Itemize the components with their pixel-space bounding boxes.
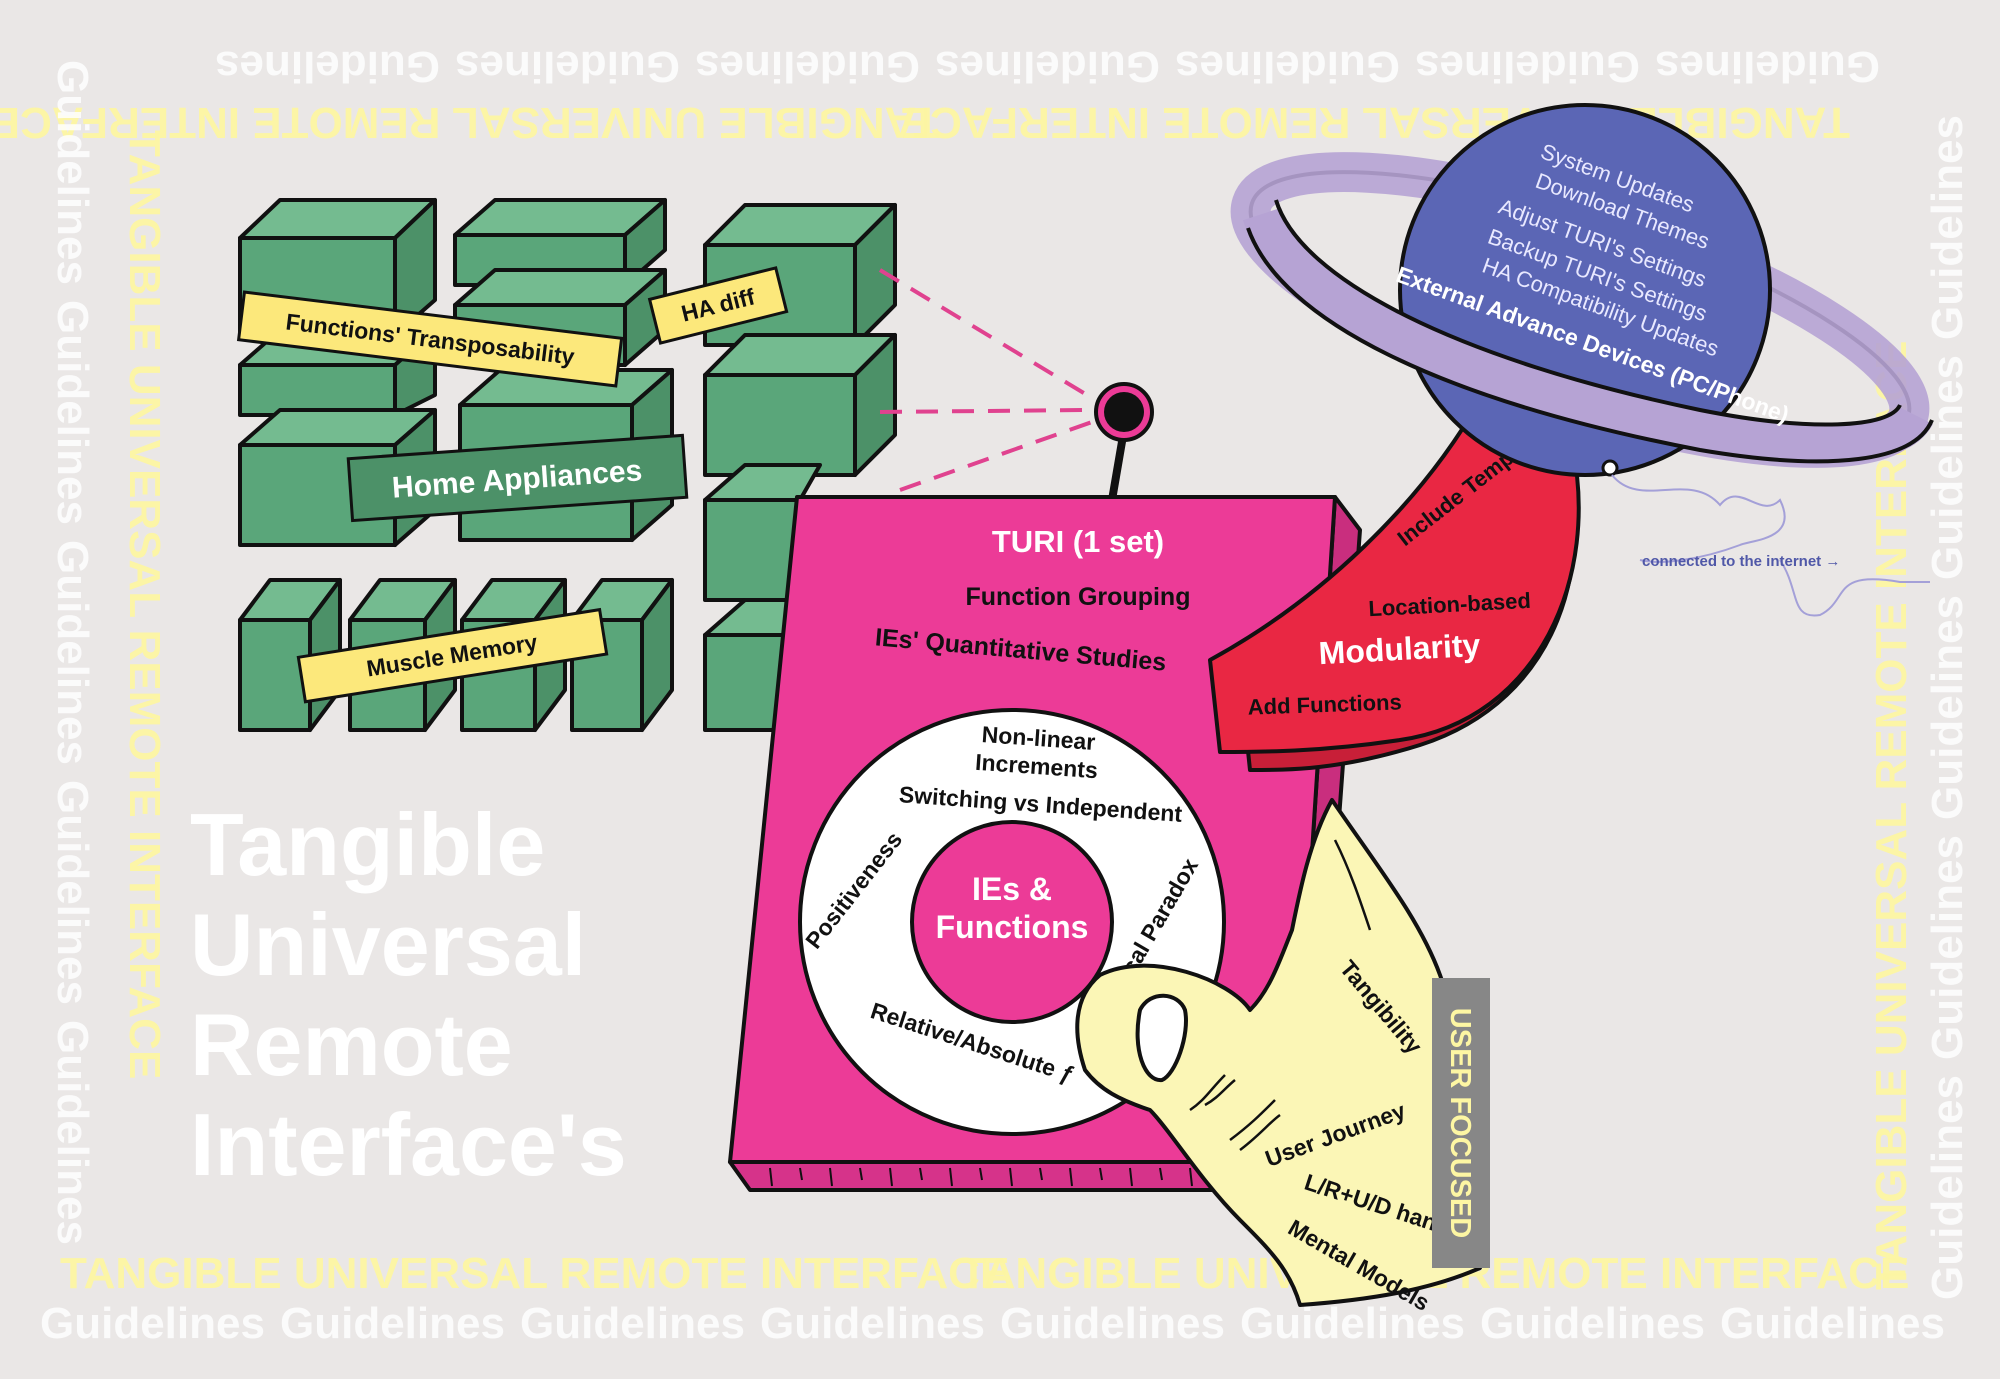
title-line-3: Remote	[190, 995, 513, 1094]
thumb-nail	[1135, 993, 1188, 1082]
ring-center	[910, 820, 1114, 1024]
border-typography: Guidelines Guidelines Guidelines Guideli…	[0, 42, 1972, 1348]
svg-text:Guidelines: Guidelines	[1923, 1075, 1972, 1300]
svg-text:Guidelines: Guidelines	[215, 42, 440, 91]
remote-device: TURI (1 set) Function Grouping IEs' Quan…	[728, 382, 1362, 1192]
svg-text:Guidelines: Guidelines	[1175, 42, 1400, 91]
border-top-guidelines: Guidelines Guidelines Guidelines Guideli…	[215, 42, 1880, 91]
block-b4	[570, 578, 674, 732]
svg-text:Guidelines: Guidelines	[760, 1299, 985, 1348]
svg-text:Guidelines: Guidelines	[1923, 115, 1972, 340]
hand: Tangibility User Journey L/R+U/D hand Me…	[1075, 798, 1490, 1316]
svg-text:Guidelines: Guidelines	[1240, 1299, 1465, 1348]
user-focused-tag: USER FOCUSED	[1432, 978, 1490, 1268]
border-right-title: TANGIBLE UNIVERSAL REMOTE INTERFACE	[1867, 341, 1916, 1290]
svg-text:Guidelines: Guidelines	[1923, 835, 1972, 1060]
modularity-module: Include Template Location-based Modulari…	[1208, 398, 1581, 772]
title-line-1: Tangible	[190, 795, 545, 894]
svg-text:TANGIBLE UNIVERSAL REMOTE INTE: TANGIBLE UNIVERSAL REMOTE INTERFACE	[901, 98, 1850, 147]
label-home-appliances: Home Appliances	[346, 433, 689, 523]
svg-text:Guidelines: Guidelines	[520, 1299, 745, 1348]
modularity-shape	[1208, 398, 1581, 754]
svg-text:Guidelines: Guidelines	[1923, 595, 1972, 820]
svg-text:TANGIBLE UNIVERSAL REMOTE INTE: TANGIBLE UNIVERSAL REMOTE INTERFACE	[120, 130, 169, 1079]
main-title: Tangible Universal Remote Interface's	[190, 795, 627, 1194]
svg-text:Guidelines: Guidelines	[48, 780, 97, 1005]
block-c3-r2	[703, 333, 897, 477]
svg-text:Guidelines: Guidelines	[48, 1020, 97, 1245]
modularity-add-functions: Add Functions	[1247, 689, 1402, 719]
svg-text:Guidelines: Guidelines	[1480, 1299, 1705, 1348]
sensor-eye	[1104, 392, 1144, 432]
block-c3-r1	[703, 203, 897, 347]
green-blocks: Functions' Transposability HA diff Home …	[236, 198, 897, 732]
ring-center-line-2: Functions	[936, 909, 1089, 945]
svg-text:Guidelines: Guidelines	[40, 1299, 265, 1348]
svg-text:Guidelines: Guidelines	[280, 1299, 505, 1348]
svg-text:TANGIBLE UNIVERSAL REMOTE INTE: TANGIBLE UNIVERSAL REMOTE INTERFACE	[60, 1249, 1009, 1298]
border-left-title: TANGIBLE UNIVERSAL REMOTE INTERFACE	[120, 130, 169, 1079]
modularity-title: Modularity	[1318, 627, 1482, 671]
border-right-guidelines: Guidelines Guidelines Guidelines Guideli…	[1923, 115, 1972, 1300]
svg-text:Guidelines: Guidelines	[1923, 355, 1972, 580]
svg-text:Guidelines: Guidelines	[1000, 1299, 1225, 1348]
remote-item-function-grouping: Function Grouping	[966, 583, 1191, 611]
label-muscle-memory: Muscle Memory	[296, 607, 609, 704]
planet-external-devices: System Updates Download Themes Adjust TU…	[1230, 103, 1934, 617]
svg-text:Guidelines: Guidelines	[1655, 42, 1880, 91]
svg-text:Guidelines: Guidelines	[1720, 1299, 1945, 1348]
border-bottom-guidelines: Guidelines Guidelines Guidelines Guideli…	[40, 1299, 1945, 1348]
svg-text:Guidelines: Guidelines	[935, 42, 1160, 91]
user-focused-label: USER FOCUSED	[1444, 1008, 1476, 1238]
ring-center-line-1: IEs &	[972, 871, 1052, 907]
svg-text:TANGIBLE UNIVERSAL REMOTE INTE: TANGIBLE UNIVERSAL REMOTE INTERFACE	[1867, 341, 1916, 1290]
sensor-connectors	[878, 268, 1094, 492]
title-line-4: Interface's	[190, 1095, 627, 1194]
svg-text:Guidelines: Guidelines	[455, 42, 680, 91]
hand-creases	[1189, 839, 1372, 1151]
connection-note: connected to the internet →	[1642, 553, 1840, 570]
label-ha-diff: HA diff	[647, 266, 789, 345]
svg-text:Guidelines: Guidelines	[48, 60, 97, 285]
svg-text:Guidelines: Guidelines	[48, 540, 97, 765]
svg-text:Guidelines: Guidelines	[1415, 42, 1640, 91]
remote-title: TURI (1 set)	[992, 524, 1164, 559]
svg-text:Guidelines: Guidelines	[48, 300, 97, 525]
border-left-guidelines: Guidelines Guidelines Guidelines Guideli…	[48, 60, 97, 1245]
svg-text:TANGIBLE UNIVERSAL REMOTE INTE: TANGIBLE UNIVERSAL REMOTE INTERFACE	[0, 98, 940, 147]
svg-text:Guidelines: Guidelines	[695, 42, 920, 91]
border-top-title: TANGIBLE UNIVERSAL REMOTE INTERFACE TANG…	[0, 98, 1850, 147]
border-bottom-title: TANGIBLE UNIVERSAL REMOTE INTERFACE TANG…	[60, 1249, 1909, 1298]
title-line-2: Universal	[190, 895, 586, 994]
connection-node	[1601, 459, 1619, 477]
hand-shape	[1075, 798, 1487, 1307]
